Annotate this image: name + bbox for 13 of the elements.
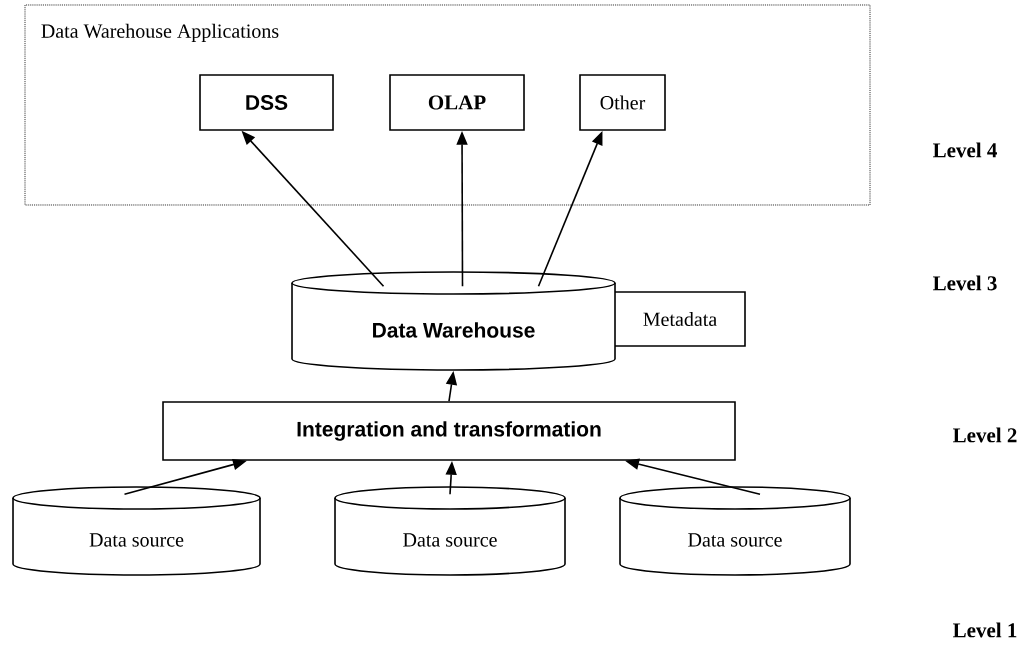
metadata-box: Metadata [614, 291, 746, 347]
database-cylinder: Data source [619, 486, 851, 576]
application-box: OLAP [389, 74, 525, 131]
level-label: Level 2 [953, 427, 1017, 443]
database-cylinder: Data source [12, 486, 261, 576]
database-cylinder: Data Warehouse [291, 271, 616, 371]
database-cylinder: Data source [334, 486, 566, 576]
level-label: Level 4 [933, 142, 997, 158]
level-label: Level 3 [933, 275, 997, 291]
application-box: DSS [199, 74, 334, 131]
process-box: Integration and transformation [162, 401, 736, 461]
level-label: Level 1 [953, 622, 1017, 638]
application-box: Other [579, 74, 666, 131]
